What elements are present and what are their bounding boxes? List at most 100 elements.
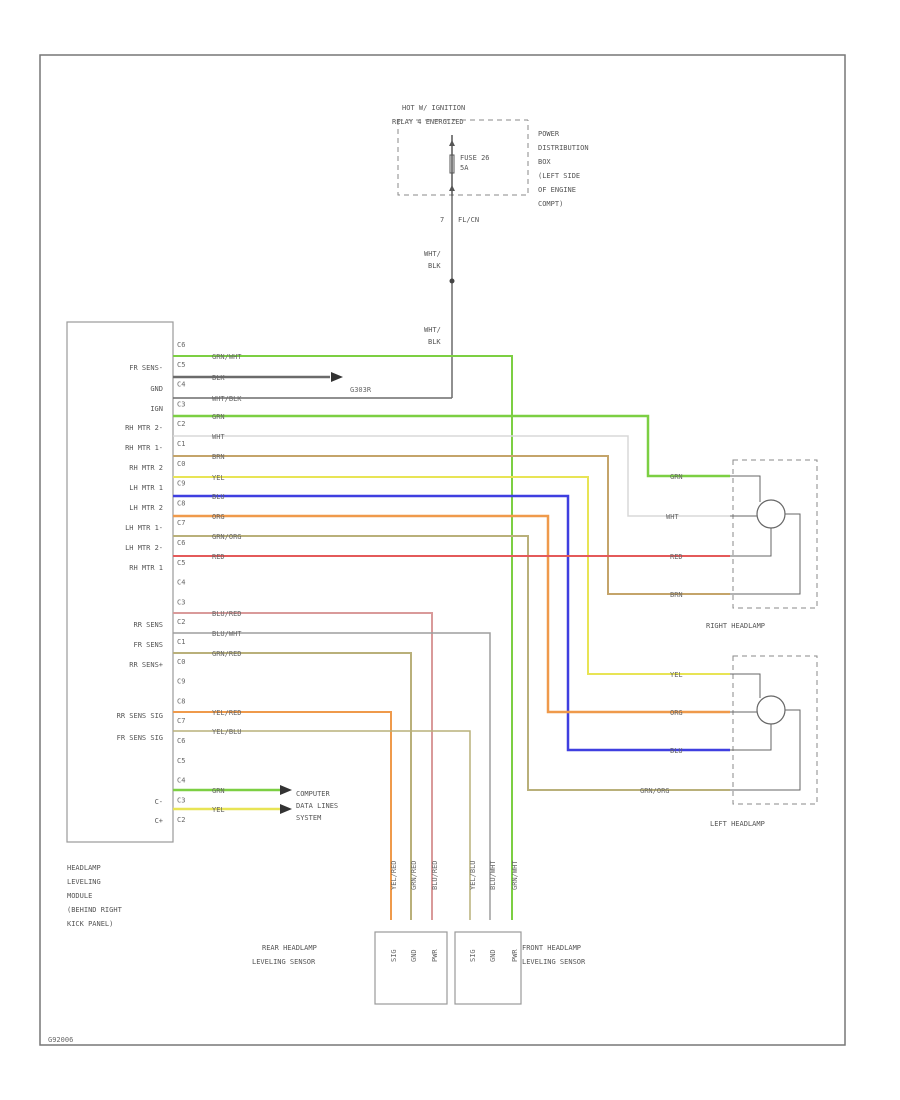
module-pin-label: C2 — [177, 420, 185, 428]
front-sensor-pin-1: SIG — [469, 949, 477, 962]
module-signal-label: FR SENS- — [129, 364, 163, 372]
pdb-pin-code: FL/CN — [458, 216, 479, 224]
left-headlamp-label: LEFT HEADLAMP — [710, 820, 765, 828]
footer-code: G92006 — [48, 1036, 73, 1044]
splice-dot — [449, 278, 455, 284]
right-headlamp-label: RIGHT HEADLAMP — [706, 622, 765, 630]
module-signal-label: RR SENS+ — [129, 661, 163, 669]
pdb-dashed-box — [397, 120, 529, 196]
rh-wire-3: RED — [670, 553, 683, 561]
wire-grn-org — [173, 535, 730, 791]
fuse-label-1: FUSE 26 — [460, 154, 490, 162]
module-signal-label: RH MTR 1 — [129, 564, 163, 572]
module-pin-label: C1 — [177, 440, 185, 448]
lh-wire-3: BLU — [670, 747, 683, 755]
module-signal-label: C+ — [155, 817, 163, 825]
module-pin-label: C8 — [177, 499, 185, 507]
pdb-label-6: COMPT) — [538, 200, 563, 208]
module-pin-label: C4 — [177, 579, 185, 587]
module-pin-label: C7 — [177, 717, 185, 725]
wire-label-blu-wht: BLU/WHT — [212, 630, 242, 638]
computer-label-3: SYSTEM — [296, 814, 321, 822]
computer-label-2: DATA LINES — [296, 802, 338, 810]
rear-sensor-pin-3: PWR — [431, 949, 439, 962]
module-pin-labels: C6C5C4C3C2C1C0C9C8C7C6C5C4C3C2C1C0C9C8C7… — [177, 341, 185, 824]
wire-label-blu-red: BLU/RED — [212, 610, 242, 618]
front-sensor-wire-2: BLU/WHT — [489, 860, 497, 890]
module-pin-label: C4 — [177, 381, 185, 389]
wire-wht — [173, 435, 730, 517]
module-pin-label: C9 — [177, 678, 185, 686]
module-signal-label: RH MTR 2 — [129, 464, 163, 472]
rear-sensor-pin-1: SIG — [390, 949, 398, 962]
module-signal-label: RH MTR 2- — [125, 424, 163, 432]
module-signal-label: RR SENS — [133, 621, 163, 629]
power-wire-a-2: BLK — [428, 262, 441, 270]
module-signal-label: FR SENS SIG — [117, 734, 163, 742]
hot-label-2: RELAY 4 ENERGIZED — [392, 118, 464, 126]
module-pin-label: C3 — [177, 598, 185, 606]
wire-brn — [173, 455, 730, 595]
rear-sensor-wire-3: BLU/RED — [431, 860, 439, 890]
module-pin-label: C1 — [177, 638, 185, 646]
front-sensor-label-2: LEVELING SENSOR — [522, 958, 586, 966]
wire-label-grn-data: GRN — [212, 787, 225, 795]
wire-label-yel-red: YEL/RED — [212, 709, 242, 717]
left-headlamp-motor-icon — [756, 695, 786, 725]
module-signal-label: LH MTR 1- — [125, 524, 163, 532]
module-pin-label: C3 — [177, 796, 185, 804]
lh-wire-4: GRN/ORG — [640, 787, 670, 795]
rear-sensor-wire-2: GRN/RED — [410, 860, 418, 890]
rear-sensor-pin-2: GND — [410, 949, 418, 962]
module-signal-label: RH MTR 1- — [125, 444, 163, 452]
wire-label-grn-wht: GRN/WHT — [212, 353, 242, 361]
computer-label-1: COMPUTER — [296, 790, 331, 798]
module-pin-label: C8 — [177, 697, 185, 705]
wire-grn-red — [173, 652, 412, 920]
fuse-icon — [449, 154, 455, 174]
wire-blu-red — [173, 612, 433, 920]
pdb-label-5: OF ENGINE — [538, 186, 576, 194]
rh-wire-4: BRN — [670, 591, 683, 599]
wire-yel — [173, 476, 730, 675]
right-headlamp-dashed-box — [732, 459, 818, 609]
front-sensor-label-1: FRONT HEADLAMP — [522, 944, 581, 952]
wire-label-red: RED — [212, 553, 225, 561]
lh-wire-2: ORG — [670, 709, 683, 717]
wire-label-yel: YEL — [212, 474, 225, 482]
data-arrow-icon — [280, 804, 292, 814]
module-signal-label: C- — [155, 798, 163, 806]
data-arrow-icon — [280, 785, 292, 795]
headlamp-leveling-module — [66, 321, 174, 843]
module-signal-label: IGN — [150, 405, 163, 413]
wire-label-grn-red: GRN/RED — [212, 650, 242, 658]
diagram-frame — [39, 54, 846, 1046]
module-pin-label: C0 — [177, 460, 185, 468]
wire-label-grn: GRN — [212, 413, 225, 421]
rear-sensor-label-2: LEVELING SENSOR — [252, 958, 316, 966]
pdb-label-2: DISTRIBUTION — [538, 144, 589, 152]
wire-label-yel-data: YEL — [212, 806, 225, 814]
module-pin-label: C5 — [177, 757, 185, 765]
hot-label-1: HOT W/ IGNITION — [402, 104, 465, 112]
wire-label-wht: WHT — [212, 433, 225, 441]
module-signal-label: LH MTR 2 — [129, 504, 163, 512]
fuse-label-2: 5A — [460, 164, 469, 172]
module-pin-label: C9 — [177, 480, 185, 488]
module-pin-label: C6 — [177, 737, 185, 745]
rh-wire-1: GRN — [670, 473, 683, 481]
wire-label-grn-org: GRN/ORG — [212, 533, 242, 541]
module-signal-label: FR SENS — [133, 641, 163, 649]
lh-wire-1: YEL — [670, 671, 683, 679]
wire-label-yel-blu: YEL/BLU — [212, 728, 242, 736]
pdb-label-4: (LEFT SIDE — [538, 172, 580, 180]
module-label-2: LEVELING — [67, 878, 101, 886]
fuse-arrow-icon — [449, 140, 455, 146]
pdb-pin: 7 — [440, 216, 444, 224]
module-label-3: MODULE — [67, 892, 92, 900]
module-signal-label: RR SENS SIG — [117, 712, 163, 720]
wire-grn-wht — [173, 355, 513, 920]
module-label-4: (BEHIND RIGHT — [67, 906, 123, 914]
power-wire-b-2: BLK — [428, 338, 441, 346]
module-label-1: HEADLAMP — [67, 864, 101, 872]
